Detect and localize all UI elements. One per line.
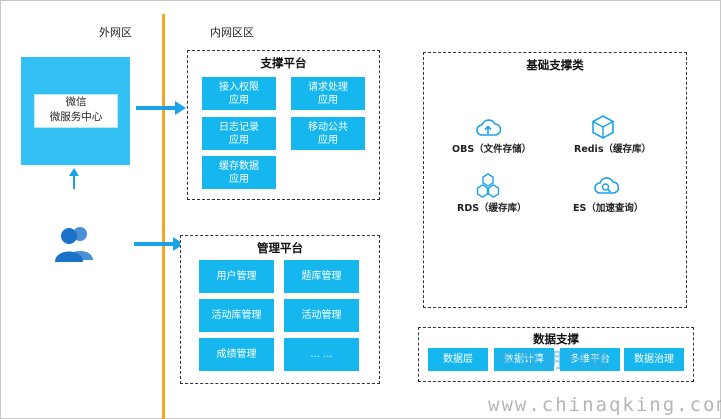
user-to-wechat-arrow — [69, 168, 79, 189]
support-tile: 缓存数据应用 — [202, 156, 276, 189]
rds-label: RDS（缓存库） — [457, 203, 527, 214]
internal-zone-label: 内网区区 — [210, 26, 254, 39]
zone-divider — [162, 14, 165, 419]
data-tile: 数据计算 — [494, 348, 554, 371]
management-tile: 用户管理 — [199, 260, 274, 293]
watermark-url: www.chinaqking.com — [488, 394, 721, 416]
management-tile: 活动管理 — [284, 299, 359, 332]
users-icon — [55, 227, 93, 262]
watermark-cn: 中国期刊网 — [496, 348, 611, 372]
user-to-management-arrow — [134, 237, 184, 251]
external-zone-label: 外网区 — [99, 26, 132, 39]
cloud-upload-icon — [476, 119, 501, 136]
cloud-search-icon — [594, 177, 619, 194]
support-tile: 日志记录应用 — [202, 117, 276, 150]
es-label: ES（加速查询） — [573, 203, 644, 214]
hexagon-cube-icon — [592, 115, 614, 139]
basic-support-title: 基础支撑类 — [526, 58, 584, 72]
support-tile: 移动公共应用 — [291, 117, 365, 150]
data-tile: 数据层 — [428, 348, 488, 371]
support-tile: 请求处理应用 — [291, 77, 365, 110]
management-tile: 成绩管理 — [199, 338, 274, 371]
wechat-to-support-arrow — [136, 101, 186, 115]
service-center-label: 微服务中心 — [49, 111, 103, 123]
support-tile: 接入权限应用 — [202, 77, 276, 110]
data-tile: 多维平台 — [560, 348, 620, 371]
data-tile: 数据治理 — [624, 348, 684, 371]
obs-label: OBS（文件存储） — [452, 144, 532, 155]
redis-label: Redis（缓存库） — [574, 144, 651, 155]
wechat-label: 微信 — [65, 96, 87, 108]
hexagon-cluster-icon — [476, 173, 500, 198]
management-tile: 题库管理 — [284, 260, 359, 293]
management-platform-title: 管理平台 — [257, 241, 303, 255]
management-tile: ... ... — [284, 338, 359, 371]
basic-support-group: 基础支撑类 — [423, 52, 687, 308]
support-platform-title: 支撑平台 — [260, 56, 307, 70]
management-tile: 活动库管理 — [199, 299, 274, 332]
wechat-service-center: 微信 微服务中心 — [34, 94, 118, 128]
data-support-title: 数据支撑 — [533, 332, 579, 346]
